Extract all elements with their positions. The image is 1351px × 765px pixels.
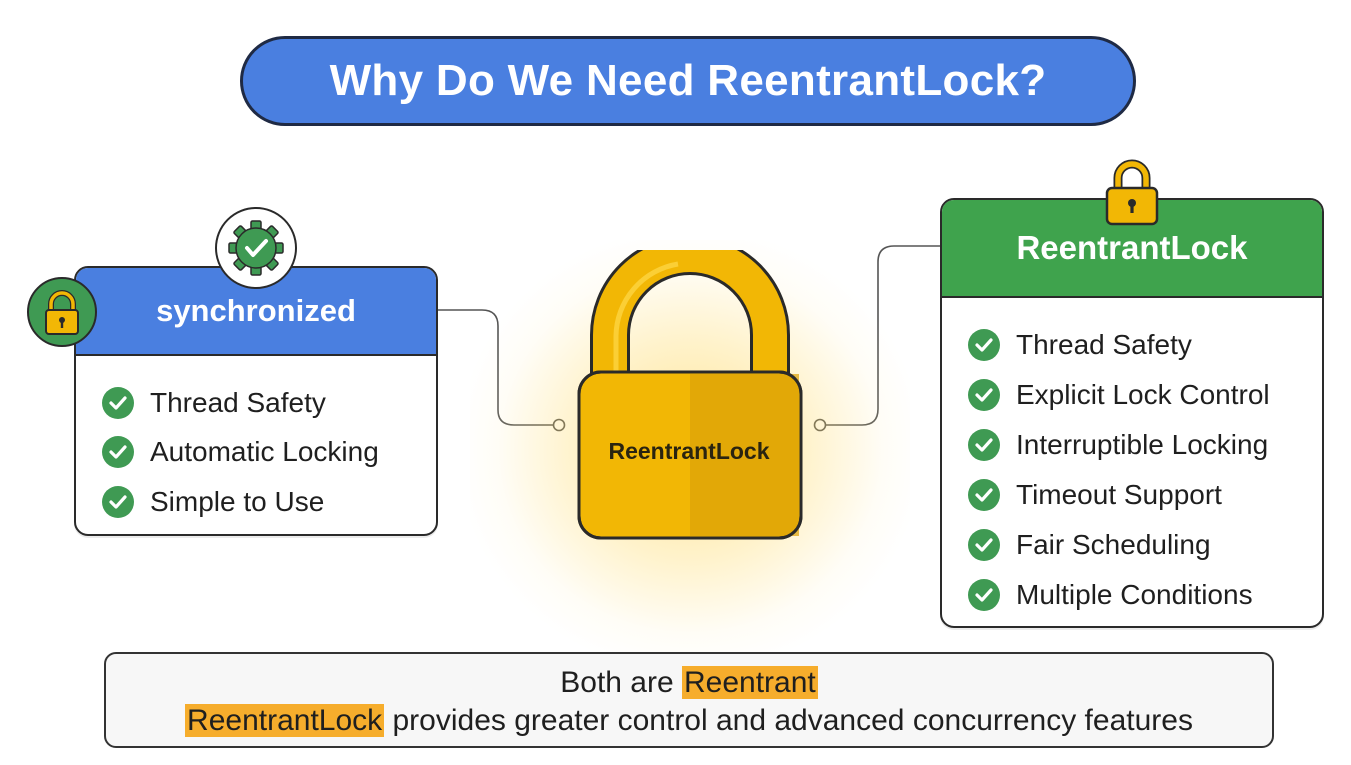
left-connector — [438, 309, 553, 426]
feature-label: Timeout Support — [1016, 479, 1222, 510]
summary-highlight-reentrantlock: ReentrantLock — [185, 704, 385, 737]
feature-label: Automatic Locking — [150, 436, 379, 468]
list-item: Multiple Conditions — [968, 570, 1322, 620]
check-icon — [968, 479, 1000, 511]
reentrantlock-card: ReentrantLock Thread Safety Explicit Loc… — [940, 198, 1324, 628]
summary-line-1: Both are Reentrant — [106, 654, 1272, 702]
summary-line-2: ReentrantLock provides greater control a… — [106, 702, 1272, 740]
check-icon — [968, 579, 1000, 611]
reentrantlock-feature-list: Thread Safety Explicit Lock Control Inte… — [942, 298, 1322, 620]
synchronized-feature-list: Thread Safety Automatic Locking Simple t… — [76, 356, 436, 527]
check-icon — [102, 436, 134, 469]
summary-box: Both are Reentrant ReentrantLock provide… — [104, 652, 1274, 748]
check-icon — [968, 429, 1000, 461]
check-icon — [968, 379, 1000, 411]
check-icon — [968, 529, 1000, 561]
padlock-icon — [577, 250, 803, 540]
left-connector-dot — [552, 418, 566, 432]
right-connector-dot — [813, 418, 827, 432]
feature-label: Thread Safety — [1016, 329, 1192, 360]
feature-label: Multiple Conditions — [1016, 579, 1253, 610]
feature-label: Explicit Lock Control — [1016, 379, 1270, 410]
check-icon — [102, 485, 134, 518]
page-title: Why Do We Need ReentrantLock? — [329, 56, 1047, 105]
feature-label: Thread Safety — [150, 386, 326, 418]
page-title-banner: Why Do We Need ReentrantLock? — [240, 36, 1136, 126]
list-item: Thread Safety — [102, 378, 436, 428]
right-connector — [826, 245, 940, 426]
feature-label: Fair Scheduling — [1016, 529, 1211, 560]
gear-check-icon — [215, 207, 297, 289]
list-item: Thread Safety — [968, 320, 1322, 370]
list-item: Fair Scheduling — [968, 520, 1322, 570]
list-item: Timeout Support — [968, 470, 1322, 520]
synchronized-card: synchronized Thread Safety Automatic Loc… — [74, 266, 438, 536]
summary-line-1-text: Both are — [560, 666, 682, 699]
padlock-small-icon — [1105, 159, 1159, 226]
check-icon — [968, 329, 1000, 361]
list-item: Automatic Locking — [102, 428, 436, 478]
list-item: Simple to Use — [102, 477, 436, 527]
summary-line-2-text: provides greater control and advanced co… — [384, 704, 1193, 737]
list-item: Explicit Lock Control — [968, 370, 1322, 420]
feature-label: Interruptible Locking — [1016, 429, 1269, 460]
center-lock-label: ReentrantLock — [608, 438, 770, 464]
summary-highlight-reentrant: Reentrant — [682, 666, 818, 699]
check-icon — [102, 386, 134, 419]
padlock-badge-icon — [27, 277, 97, 347]
reentrantlock-card-header: ReentrantLock — [942, 200, 1322, 298]
feature-label: Simple to Use — [150, 485, 325, 517]
list-item: Interruptible Locking — [968, 420, 1322, 470]
